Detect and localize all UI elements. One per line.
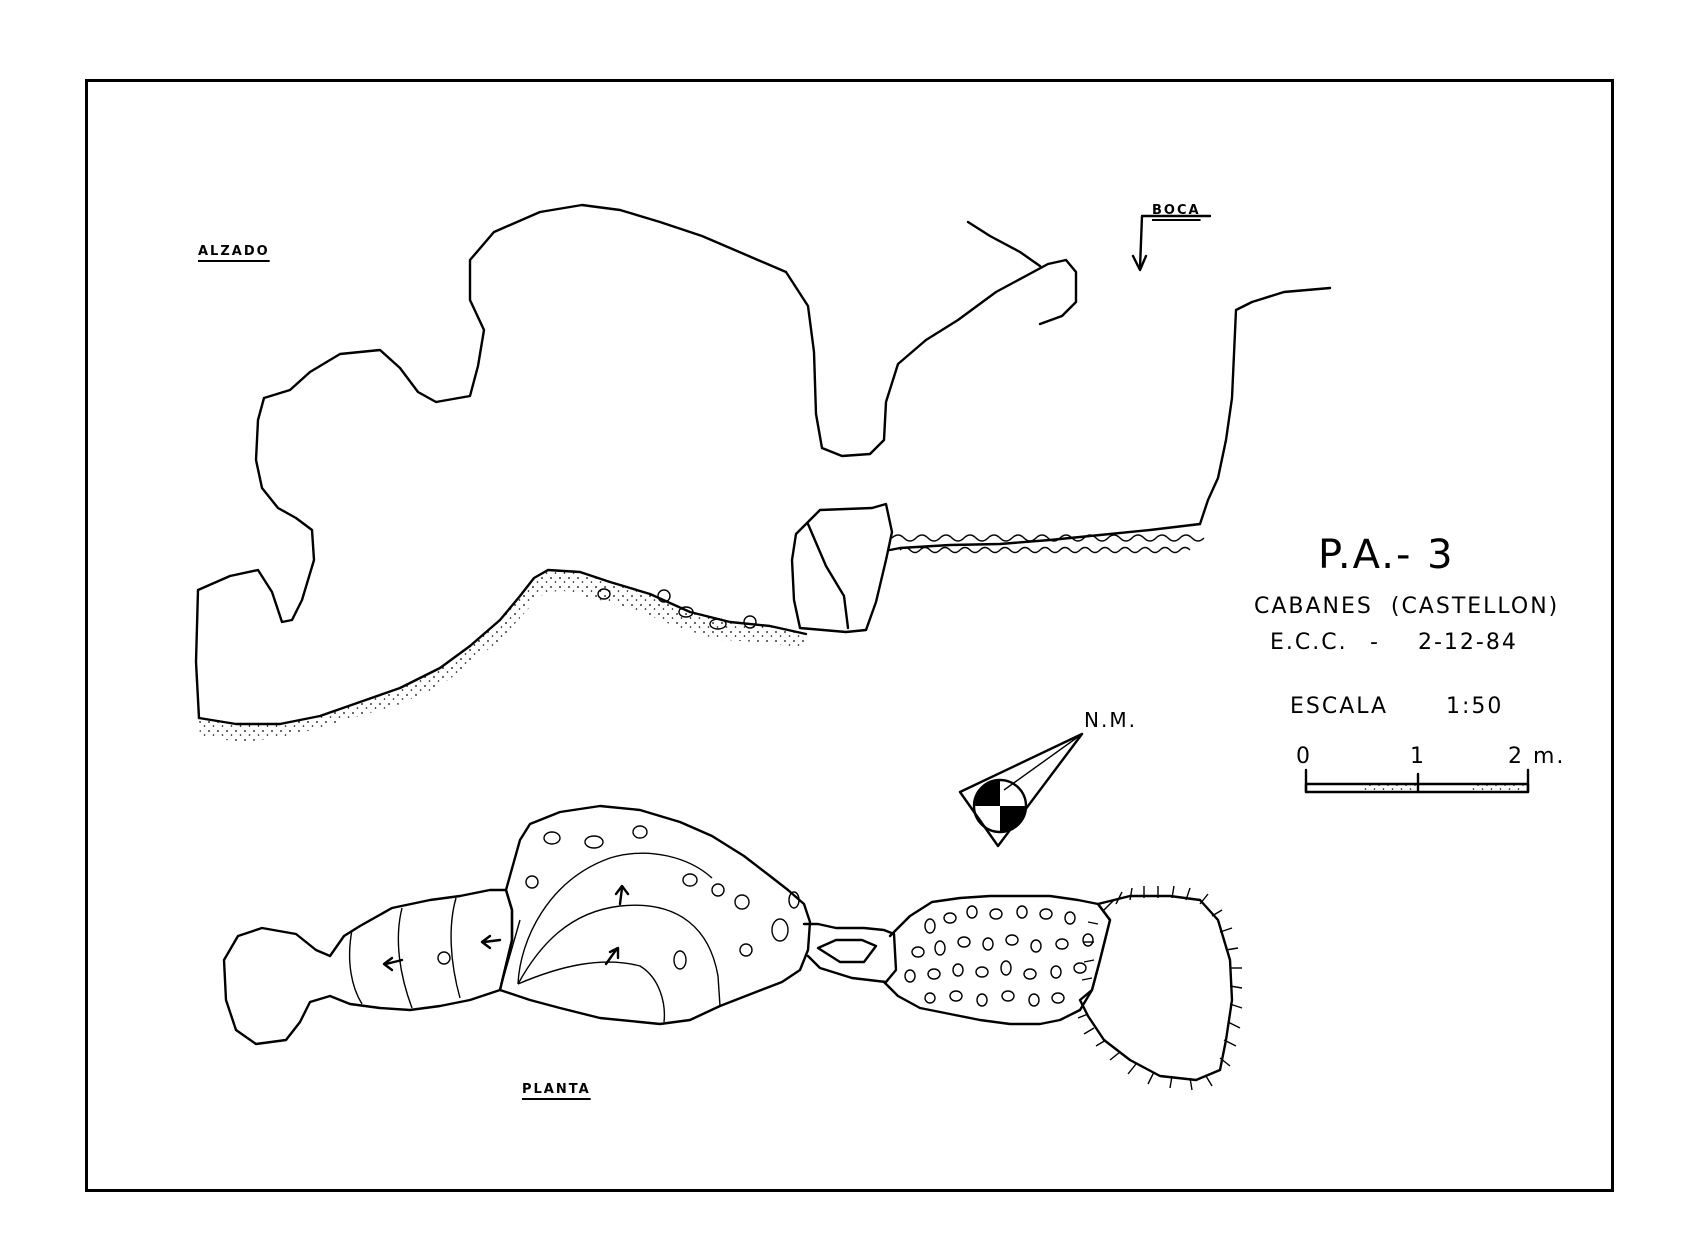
elevation-ceiling-outline [194,203,1078,720]
plan-contour-2 [517,904,721,1007]
plan-step-2 [397,907,413,1009]
entrance-arrow-head [1131,254,1148,272]
elevation-block-4 [709,618,727,630]
survey-author: E.C.C. [1270,630,1348,655]
scale-bar [1304,768,1530,794]
elevation-pillar-crack [806,522,850,630]
north-arrow-quadrant-1 [974,780,1000,806]
scale-tick-label-1: 1 [1410,744,1426,769]
survey-dash: - [1370,630,1380,655]
plan-block [584,835,604,849]
survey-location: CABANES (CASTELLON) [1254,594,1560,619]
elevation-floor-right [888,522,1202,552]
plan-contour-4 [499,919,521,991]
elevation-floor-left [197,568,808,726]
plan-flow-arrow-1 [382,956,404,972]
plan-shaft-hatching [1077,885,1243,1091]
north-arrow [958,732,1084,848]
elevation-block-5 [743,615,757,629]
north-arrow-quadrant-2 [1000,806,1026,832]
north-arrow-axis [1003,733,1083,791]
plan-block [788,891,800,909]
elevation-section [194,203,1332,742]
elevation-block-1 [597,588,611,600]
plan-flow-arrow-4 [604,946,620,966]
plan-left-chamber [222,888,514,1046]
entrance-arrow [1138,214,1212,270]
plan-block [682,873,698,887]
elevation-roof-right [966,220,1042,268]
survey-code: P.A.- 3 [1318,532,1455,578]
plan-shaft-outline [1078,894,1234,1082]
plan-block [739,943,753,957]
plan-contour-3 [517,961,666,1023]
plan-block [673,950,687,970]
plan-block [525,875,539,889]
plan-narrow-passage [802,922,898,984]
entrance-label: BOCA [1152,203,1201,218]
elevation-block-3 [678,606,694,618]
plan-block [711,883,725,897]
plan-passage-rock [816,938,878,964]
scale-tick-label-0: 0 [1296,744,1312,769]
plan-central-chamber [498,804,812,1026]
elevation-rock-pillar [790,502,894,634]
plan-rubble [904,905,1094,1007]
plan-block [734,894,750,910]
plan-block [771,918,789,942]
elevation-sediment-fill [199,570,806,742]
elevation-rubble-floor-2 [899,546,1191,554]
plan-flow-arrow-2 [480,934,502,950]
scale-bar-fill-2 [1472,784,1528,792]
north-label: N.M. [1084,708,1137,732]
plan-label: PLANTA [522,1082,591,1097]
scale-tick-label-2: 2 m. [1508,744,1566,769]
elevation-right-wall [1198,286,1332,526]
plan-section [222,804,1243,1091]
plan-block [632,825,648,839]
plan-step-1 [348,929,363,1005]
plan-block [543,831,561,845]
north-arrow-triangle [958,732,1084,848]
plan-contour-1 [517,852,713,985]
drawing-frame [85,79,1614,1192]
scale-bar-fill-1 [1362,784,1418,792]
elevation-label: ALZADO [198,244,270,259]
scale-label: ESCALA [1290,694,1389,719]
plan-block [437,951,451,965]
plan-right-chamber [882,894,1112,1026]
plan-flow-arrow-3 [614,884,630,906]
plan-step-3 [450,897,461,999]
scale-value: 1:50 [1446,694,1504,719]
survey-date: 2-12-84 [1418,630,1518,655]
elevation-block-2 [657,589,671,603]
elevation-rubble-floor [891,534,1205,542]
